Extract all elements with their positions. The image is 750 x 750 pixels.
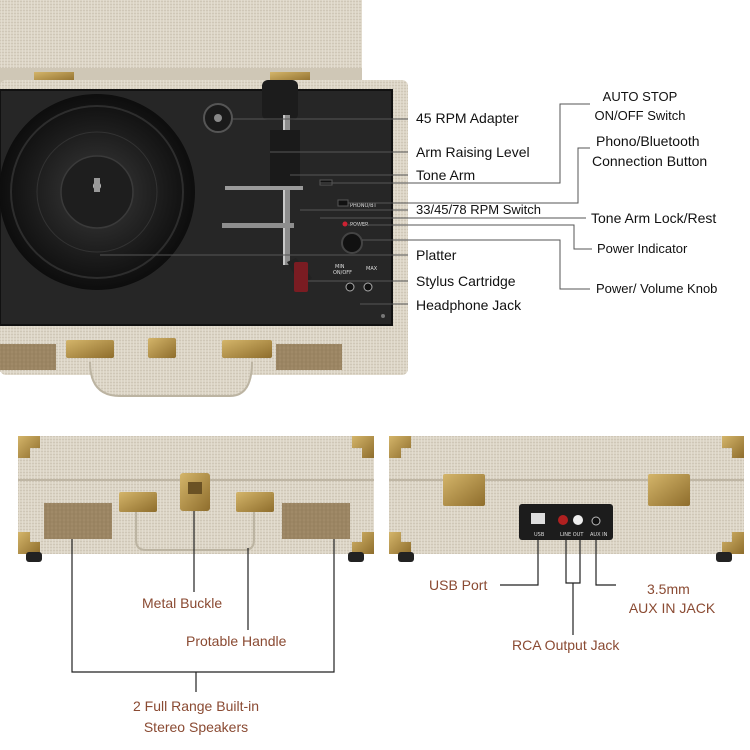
panel-text-phono: PHONO/BT bbox=[350, 203, 378, 209]
stylus-cartridge bbox=[294, 262, 308, 292]
front-latch-right bbox=[236, 492, 274, 512]
label-platter: Platter bbox=[416, 247, 457, 263]
usb-port bbox=[531, 513, 545, 524]
label-auto-stop-line2: ON/OFF Switch bbox=[594, 108, 686, 123]
label-headphone-jack: Headphone Jack bbox=[416, 297, 522, 313]
back-hinge-right bbox=[648, 474, 690, 506]
top-leader-lines bbox=[100, 103, 592, 305]
label-rpm-switch: 33/45/78 RPM Switch bbox=[416, 202, 542, 217]
back-hinge-left bbox=[443, 474, 485, 506]
panel-text-max: MAX bbox=[366, 266, 378, 272]
label-phono-bt-line1: Phono/Bluetooth bbox=[596, 133, 700, 149]
label-speakers: 2 Full Range Built-in Stereo Speakers bbox=[116, 696, 276, 738]
panel-text-lineout: LINE OUT bbox=[560, 532, 584, 538]
label-aux-line1: 3.5mm bbox=[647, 581, 690, 597]
label-metal-buckle: Metal Buckle bbox=[142, 595, 223, 611]
rca-red bbox=[558, 515, 568, 525]
lid-hinge-right bbox=[270, 72, 310, 82]
aux-in-jack bbox=[591, 516, 601, 526]
speaker-grille-right bbox=[282, 503, 350, 539]
label-auto-stop-line1: AUTO STOP bbox=[602, 89, 678, 104]
label-phono-bluetooth: Phono/Bluetooth Connection Button bbox=[592, 131, 707, 171]
label-stylus-cartridge: Stylus Cartridge bbox=[416, 273, 516, 289]
speaker-grille-left bbox=[44, 503, 112, 539]
label-tone-arm-lock: Tone Arm Lock/Rest bbox=[591, 210, 717, 226]
label-rca-output: RCA Output Jack bbox=[512, 637, 620, 653]
front-view-photo bbox=[18, 436, 374, 562]
power-volume-knob bbox=[341, 232, 363, 254]
rca-white bbox=[573, 515, 583, 525]
back-view-photo: USB LINE OUT AUX IN bbox=[389, 436, 744, 562]
label-power-indicator: Power Indicator bbox=[597, 241, 688, 256]
label-45-rpm-adapter: 45 RPM Adapter bbox=[416, 110, 519, 126]
front-leader-lines bbox=[71, 511, 335, 692]
label-auto-stop: AUTO STOP ON/OFF Switch bbox=[590, 87, 690, 125]
lid-hinge-left bbox=[34, 72, 74, 82]
label-phono-bt-line2: Connection Button bbox=[592, 153, 708, 169]
latch-right bbox=[222, 340, 272, 358]
label-arm-raising-level: Arm Raising Level bbox=[416, 144, 530, 160]
panel-text-onoff: ON/OFF bbox=[333, 270, 352, 276]
back-leader-lines bbox=[500, 540, 616, 635]
label-power-volume-knob: Power/ Volume Knob bbox=[596, 281, 718, 296]
buckle-top bbox=[148, 338, 176, 358]
speaker-grille-top bbox=[276, 344, 342, 370]
panel-text-min: MIN bbox=[335, 264, 345, 270]
panel-text-usb: USB bbox=[534, 532, 545, 538]
front-handle bbox=[135, 512, 255, 551]
panel-text-auxin: AUX IN bbox=[590, 532, 608, 538]
label-aux-in: 3.5mm AUX IN JACK bbox=[617, 580, 727, 618]
label-protable-handle: Protable Handle bbox=[186, 633, 287, 649]
power-indicator-led bbox=[342, 221, 348, 227]
label-tone-arm: Tone Arm bbox=[416, 167, 476, 183]
label-aux-line2: AUX IN JACK bbox=[628, 600, 716, 616]
headphone-jack bbox=[345, 282, 355, 292]
label-usb-port: USB Port bbox=[429, 577, 488, 593]
handle-top bbox=[89, 361, 253, 397]
label-speakers-line1: 2 Full Range Built-in bbox=[132, 698, 260, 714]
platter bbox=[0, 94, 195, 290]
phono-bt-button bbox=[337, 199, 349, 207]
latch-left bbox=[66, 340, 114, 358]
open-turntable-photo: PHONO/BT POWER MIN ON/OFF MAX bbox=[0, 0, 408, 397]
front-latch-left bbox=[119, 492, 157, 512]
label-speakers-line2: Stereo Speakers bbox=[143, 719, 249, 735]
